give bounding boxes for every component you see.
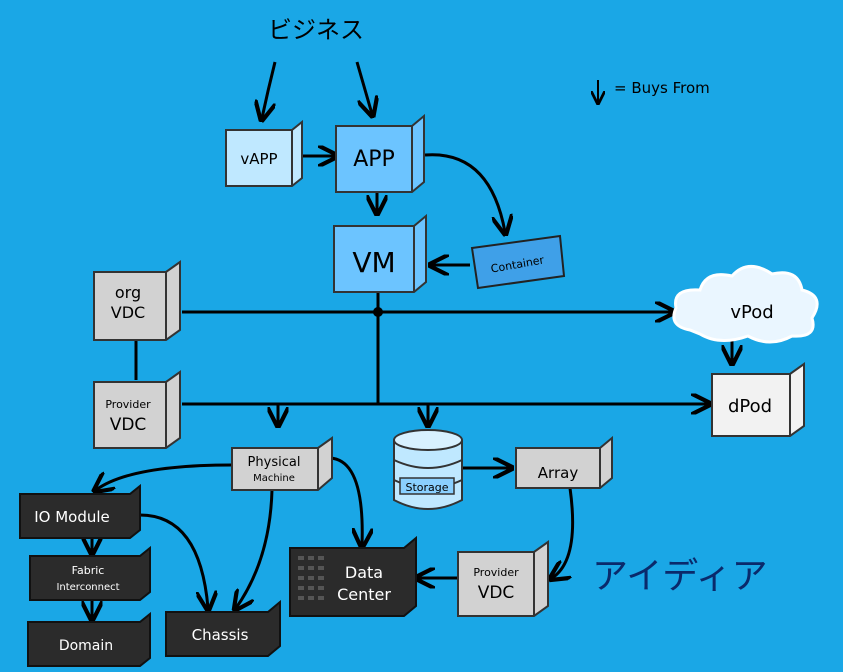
node-vapp[interactable]: vAPP	[225, 119, 303, 187]
arrow-physical-datacenter	[329, 456, 362, 545]
provider2-line1: Provider	[473, 566, 519, 579]
arrow-iomodule-chassis	[139, 513, 208, 608]
fabric-line2: Interconnect	[56, 582, 119, 593]
legend-text: = Buys From	[614, 79, 710, 97]
node-io-module[interactable]: IO Module	[19, 483, 141, 539]
node-org-vdc[interactable]: org VDC	[93, 260, 181, 341]
node-provider-vdc-2[interactable]: Provider VDC	[457, 540, 549, 617]
org-vdc-line2: VDC	[111, 303, 145, 322]
arrow-physical-chassis	[236, 489, 274, 608]
diagram-title: ビジネス	[268, 16, 364, 44]
dpod-label: dPod	[728, 396, 772, 417]
arrow-physical-iomodule	[96, 463, 233, 490]
node-provider-vdc[interactable]: Provider VDC	[93, 370, 181, 449]
node-vpod[interactable]: vPod	[672, 265, 819, 344]
array-label: Array	[538, 464, 579, 482]
fabric-line1: Fabric	[72, 564, 105, 577]
connectors	[92, 61, 732, 618]
data-center-line2: Center	[337, 585, 391, 604]
org-vdc-line1: org	[115, 283, 141, 302]
node-vm[interactable]: VM	[333, 213, 427, 293]
arrow-business-app	[355, 61, 372, 114]
vapp-label: vAPP	[240, 150, 277, 168]
node-container[interactable]: Container	[470, 234, 566, 290]
chassis-label: Chassis	[192, 626, 249, 644]
junction-dot	[373, 307, 383, 317]
provider-vdc-line1: Provider	[105, 398, 151, 411]
vpod-label: vPod	[730, 302, 773, 323]
arrow-array-provider2	[552, 487, 575, 578]
domain-label: Domain	[59, 638, 113, 654]
provider2-line2: VDC	[478, 583, 515, 603]
node-chassis[interactable]: Chassis	[165, 599, 281, 657]
physical-line1: Physical	[248, 455, 301, 470]
node-dpod[interactable]: dPod	[711, 362, 805, 437]
node-storage[interactable]: Storage	[393, 429, 463, 510]
storage-label: Storage	[405, 481, 448, 494]
app-label: APP	[353, 147, 395, 172]
vm-label: VM	[352, 246, 395, 279]
provider-vdc-line2: VDC	[110, 415, 147, 435]
legend: = Buys From	[598, 79, 710, 102]
node-array[interactable]: Array	[515, 435, 613, 489]
node-app[interactable]: APP	[335, 113, 425, 193]
node-data-center[interactable]: Data Center	[289, 535, 417, 617]
arrow-business-vapp	[262, 61, 277, 118]
arrow-app-container	[424, 153, 505, 232]
node-physical-machine[interactable]: Physical Machine	[231, 436, 333, 491]
physical-line2: Machine	[253, 473, 295, 484]
node-domain[interactable]: Domain	[27, 611, 151, 667]
side-label: アイディア	[592, 556, 768, 597]
node-fabric-interconnect[interactable]: Fabric Interconnect	[29, 545, 151, 601]
data-center-line1: Data	[345, 563, 383, 582]
io-module-label: IO Module	[34, 508, 110, 526]
